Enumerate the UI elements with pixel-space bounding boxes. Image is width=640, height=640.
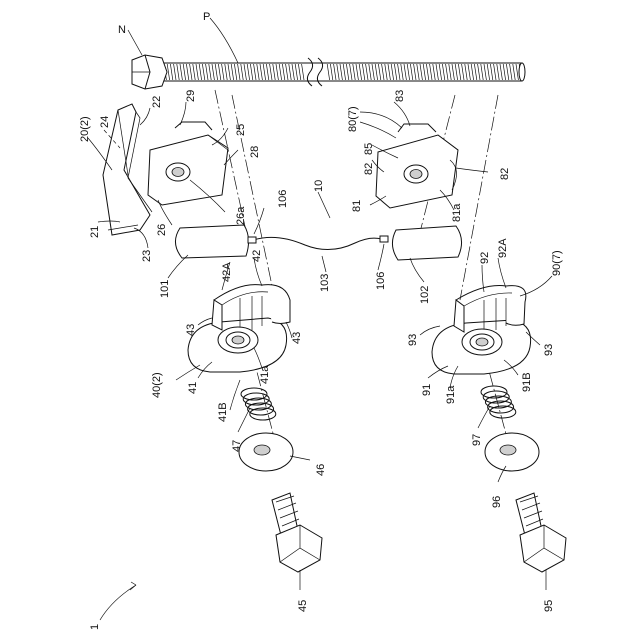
bolt-95: [516, 493, 566, 572]
label-N: N: [118, 24, 126, 36]
label-1: 1: [89, 624, 101, 630]
label-102: 102: [419, 286, 431, 304]
label-82-right: 82: [499, 168, 511, 180]
label-106-top: 106: [277, 190, 289, 208]
label-93-right: 93: [543, 344, 555, 356]
label-43-left: 43: [185, 324, 197, 336]
label-26: 26: [156, 224, 168, 236]
label-28: 28: [249, 146, 261, 158]
label-46: 46: [315, 464, 327, 476]
label-83: 83: [394, 90, 406, 102]
label-92: 92: [479, 252, 491, 264]
label-43-right: 43: [291, 332, 303, 344]
label-42A: 42A: [221, 262, 233, 282]
label-20: 20(2): [79, 116, 91, 142]
label-26a: 26a: [235, 206, 247, 225]
washer-46: [239, 433, 293, 471]
label-21: 21: [89, 226, 101, 238]
label-90: 90(7): [551, 250, 563, 276]
hex-nut: [132, 55, 167, 89]
label-91B: 91B: [521, 372, 533, 392]
wire-assembly-10: [175, 225, 461, 260]
washer-96: [485, 433, 539, 471]
label-45: 45: [297, 600, 309, 612]
label-41: 41: [187, 382, 199, 394]
label-80: 80(7): [347, 106, 359, 132]
label-85: 85: [363, 143, 375, 155]
label-95: 95: [543, 600, 555, 612]
axis-line-right-mid: [460, 95, 498, 300]
label-93-left: 93: [407, 334, 419, 346]
label-91: 91: [421, 384, 433, 396]
label-22: 22: [151, 96, 163, 108]
label-23: 23: [141, 250, 153, 262]
label-91a: 91a: [445, 385, 457, 404]
label-24: 24: [99, 116, 111, 128]
label-92A: 92A: [497, 238, 509, 258]
left-spacer-40: [188, 285, 290, 372]
bolt-45: [272, 493, 322, 572]
label-82-left: 82: [363, 163, 375, 175]
label-106-bottom: 106: [375, 272, 387, 290]
label-103: 103: [319, 274, 331, 292]
label-10: 10: [313, 180, 325, 192]
label-25: 25: [235, 124, 247, 136]
label-41B: 41B: [217, 402, 229, 422]
label-42: 42: [251, 250, 263, 262]
label-96: 96: [491, 496, 503, 508]
label-41a: 41a: [259, 365, 271, 384]
label-101: 101: [159, 280, 171, 298]
label-P: P: [203, 11, 210, 23]
label-47: 47: [231, 440, 243, 452]
threaded-rod: [160, 58, 525, 86]
label-40: 40(2): [151, 372, 163, 398]
label-81a: 81a: [451, 203, 463, 222]
right-spacer-90: [432, 286, 531, 374]
label-29: 29: [185, 90, 197, 102]
right-bracket-80: [376, 124, 458, 208]
label-97: 97: [471, 434, 483, 446]
label-81: 81: [351, 200, 363, 212]
